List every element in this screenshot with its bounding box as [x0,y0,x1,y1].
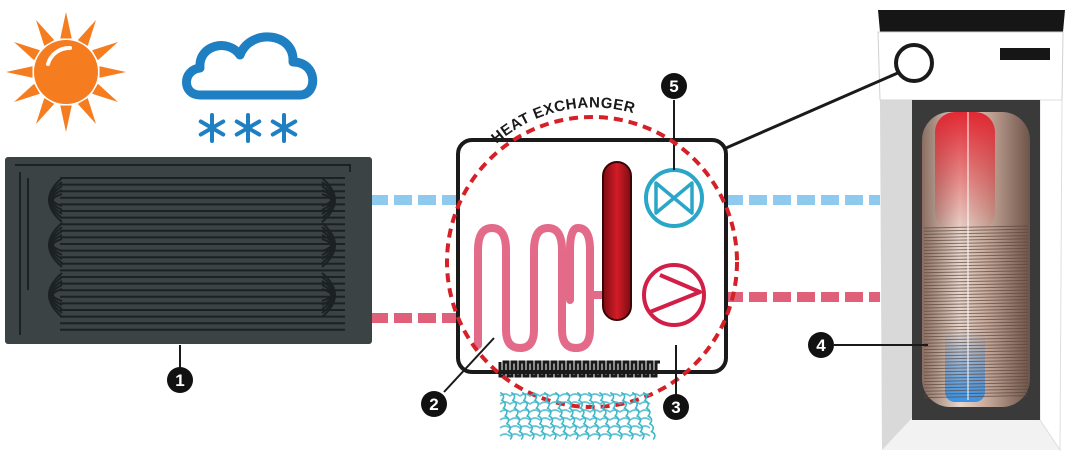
leader-line-tank [725,70,901,150]
heat-exchanger-unit: HEAT EXCHANGER [445,94,739,409]
svg-text:3: 3 [671,398,680,417]
compressor-icon [642,263,706,327]
expansion-valve-icon [644,168,704,228]
callout-5: 5 [661,73,687,99]
svg-text:2: 2 [429,395,438,414]
evaporator-coil [474,223,594,353]
ambient-air-waves [499,391,656,440]
callout-4: 4 [808,332,834,358]
thermodynamic-panel [5,157,372,344]
sun-icon [6,12,126,132]
callout-2: 2 [421,391,447,417]
hot-pipe [370,292,880,323]
callout-3: 3 [663,394,689,420]
water-tank [877,10,1065,452]
condenser-cylinder [602,161,632,321]
svg-text:4: 4 [816,336,826,355]
svg-text:1: 1 [175,371,184,390]
tank-display-icon [894,43,934,83]
svg-text:5: 5 [669,77,678,96]
snow-cloud-icon [182,32,318,143]
heat-exchanger-fins [498,360,660,378]
callout-leaders [179,337,928,395]
callout-1: 1 [167,367,193,393]
